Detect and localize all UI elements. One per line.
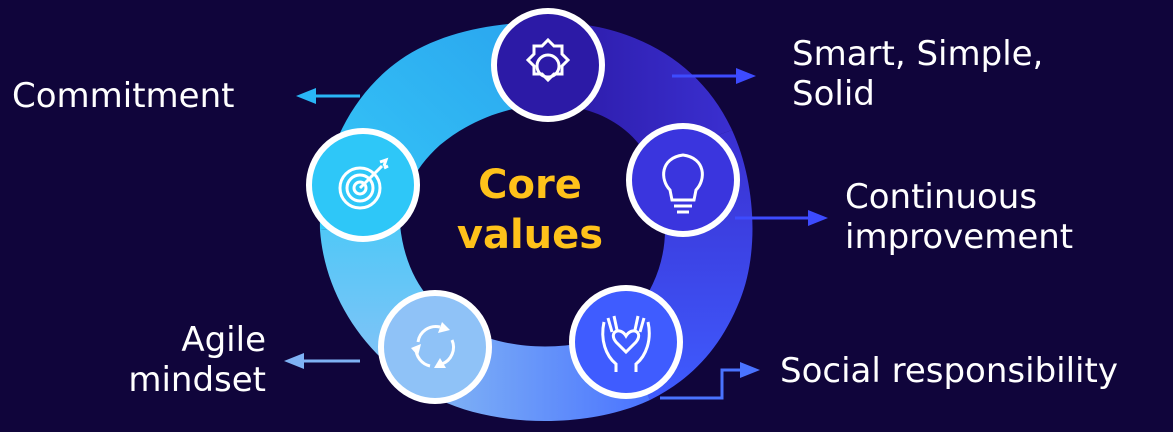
label-commitment: Commitment: [12, 76, 235, 116]
target-icon: [338, 157, 389, 210]
value-node-continuous: [626, 123, 740, 237]
value-node-smart: [491, 8, 605, 122]
center-title: Core values: [430, 160, 630, 260]
value-node-commitment: [306, 128, 420, 242]
cycle-arrows-icon: [411, 322, 455, 368]
label-agile-mindset: Agile mindset: [128, 320, 266, 400]
connector-arrow-social: [660, 362, 760, 400]
label-continuous-improvement: Continuous improvement: [845, 177, 1074, 257]
connector-arrow-commitment: [296, 88, 360, 104]
label-social-responsibility: Social responsibility: [780, 351, 1118, 391]
gear-badge-icon: [525, 37, 571, 83]
hands-heart-icon: [601, 315, 651, 372]
label-smart-simple-solid: Smart, Simple, Solid: [792, 34, 1044, 114]
value-node-social: [569, 285, 683, 399]
center-title-line1: Core: [478, 162, 582, 208]
value-node-agile: [378, 290, 492, 404]
connector-arrow-agile: [284, 353, 360, 369]
center-title-line2: values: [456, 212, 604, 258]
connector-arrow-smart: [672, 68, 756, 84]
connector-arrow-continuous: [735, 210, 828, 226]
lightbulb-icon: [662, 153, 704, 214]
